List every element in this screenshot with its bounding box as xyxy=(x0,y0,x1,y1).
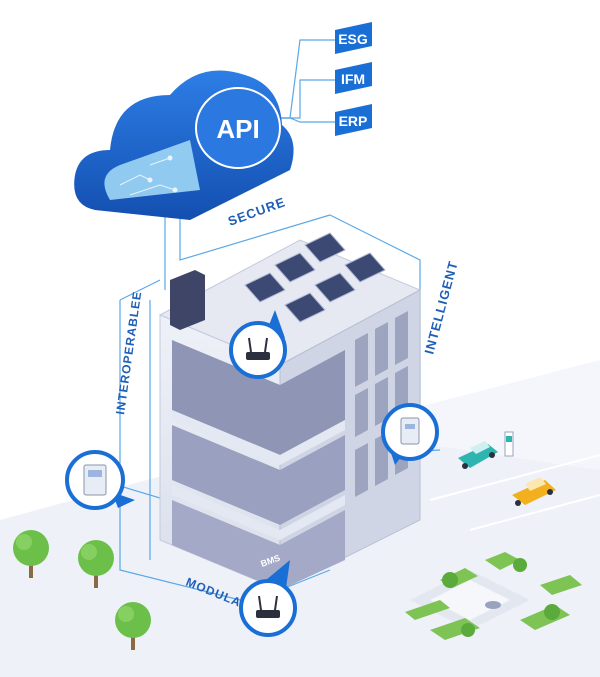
router-icon xyxy=(256,595,280,618)
tree xyxy=(78,540,114,588)
meter-callout-left xyxy=(65,450,135,510)
api-cloud: API xyxy=(74,70,294,220)
router-icon xyxy=(246,337,270,360)
system-tag-ifm: IFM xyxy=(335,62,372,94)
meter-device-icon xyxy=(83,464,107,496)
solar-panels xyxy=(244,232,386,323)
system-tag-label: IFM xyxy=(341,71,365,87)
router-callout-top xyxy=(229,310,287,379)
label-intelligent: INTELLIGENT xyxy=(421,259,460,356)
system-tag-label: ESG xyxy=(338,31,368,47)
system-tag-esg: ESG xyxy=(335,22,372,54)
building xyxy=(158,232,422,591)
router-callout-bottom xyxy=(239,560,297,637)
sensor-callout-right xyxy=(381,403,439,465)
label-secure: SECURE xyxy=(226,194,288,229)
garden-plaza xyxy=(405,552,582,640)
sensor-device-icon xyxy=(400,417,420,445)
car-teal xyxy=(458,441,498,469)
system-tag-erp: ERP xyxy=(335,104,372,136)
tree xyxy=(115,602,151,650)
label-interoperable: INTEROPERABLEE xyxy=(113,290,144,415)
car-yellow xyxy=(512,477,556,506)
system-tag-label: ERP xyxy=(339,113,368,129)
tree xyxy=(13,530,49,578)
api-label: API xyxy=(216,114,259,144)
charging-station xyxy=(504,431,514,457)
trees xyxy=(13,530,151,650)
